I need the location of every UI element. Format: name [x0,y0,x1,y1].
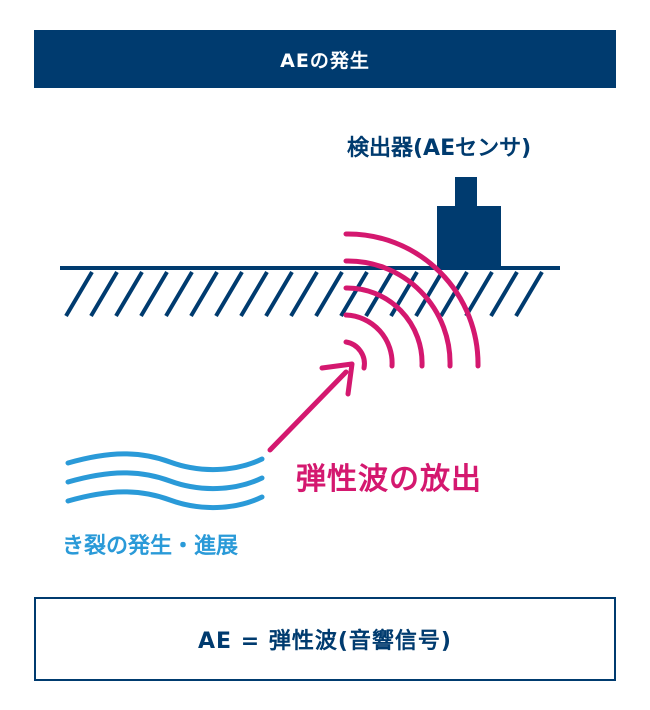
crack-line-2 [65,470,265,491]
crack-wave-lines [65,451,265,510]
crack-line-1 [65,451,265,472]
definition-text: AE = 弾性波(音響信号) [198,629,452,654]
header-title: AEの発生 [280,49,370,72]
crack-line-3 [65,489,265,510]
crack-growth-label: き裂の発生・進展 [62,534,239,559]
wave-arc-2 [343,312,395,369]
elastic-wave-emission-label: 弾性波の放出 [296,462,482,497]
wave-arc-1 [343,339,367,371]
wave-arc-5 [343,231,481,369]
definition-box: AE = 弾性波(音響信号) [34,597,616,681]
header-bar: AEの発生 [34,30,616,88]
wave-arc-3 [343,285,425,369]
ae-sensor-icon [437,177,501,266]
sensor-label: 検出器(AEセンサ) [347,136,532,161]
propagation-arrow [267,361,355,453]
elastic-wave-arcs [343,231,481,371]
ground-hatching [64,270,544,318]
wave-arc-4 [343,258,453,369]
